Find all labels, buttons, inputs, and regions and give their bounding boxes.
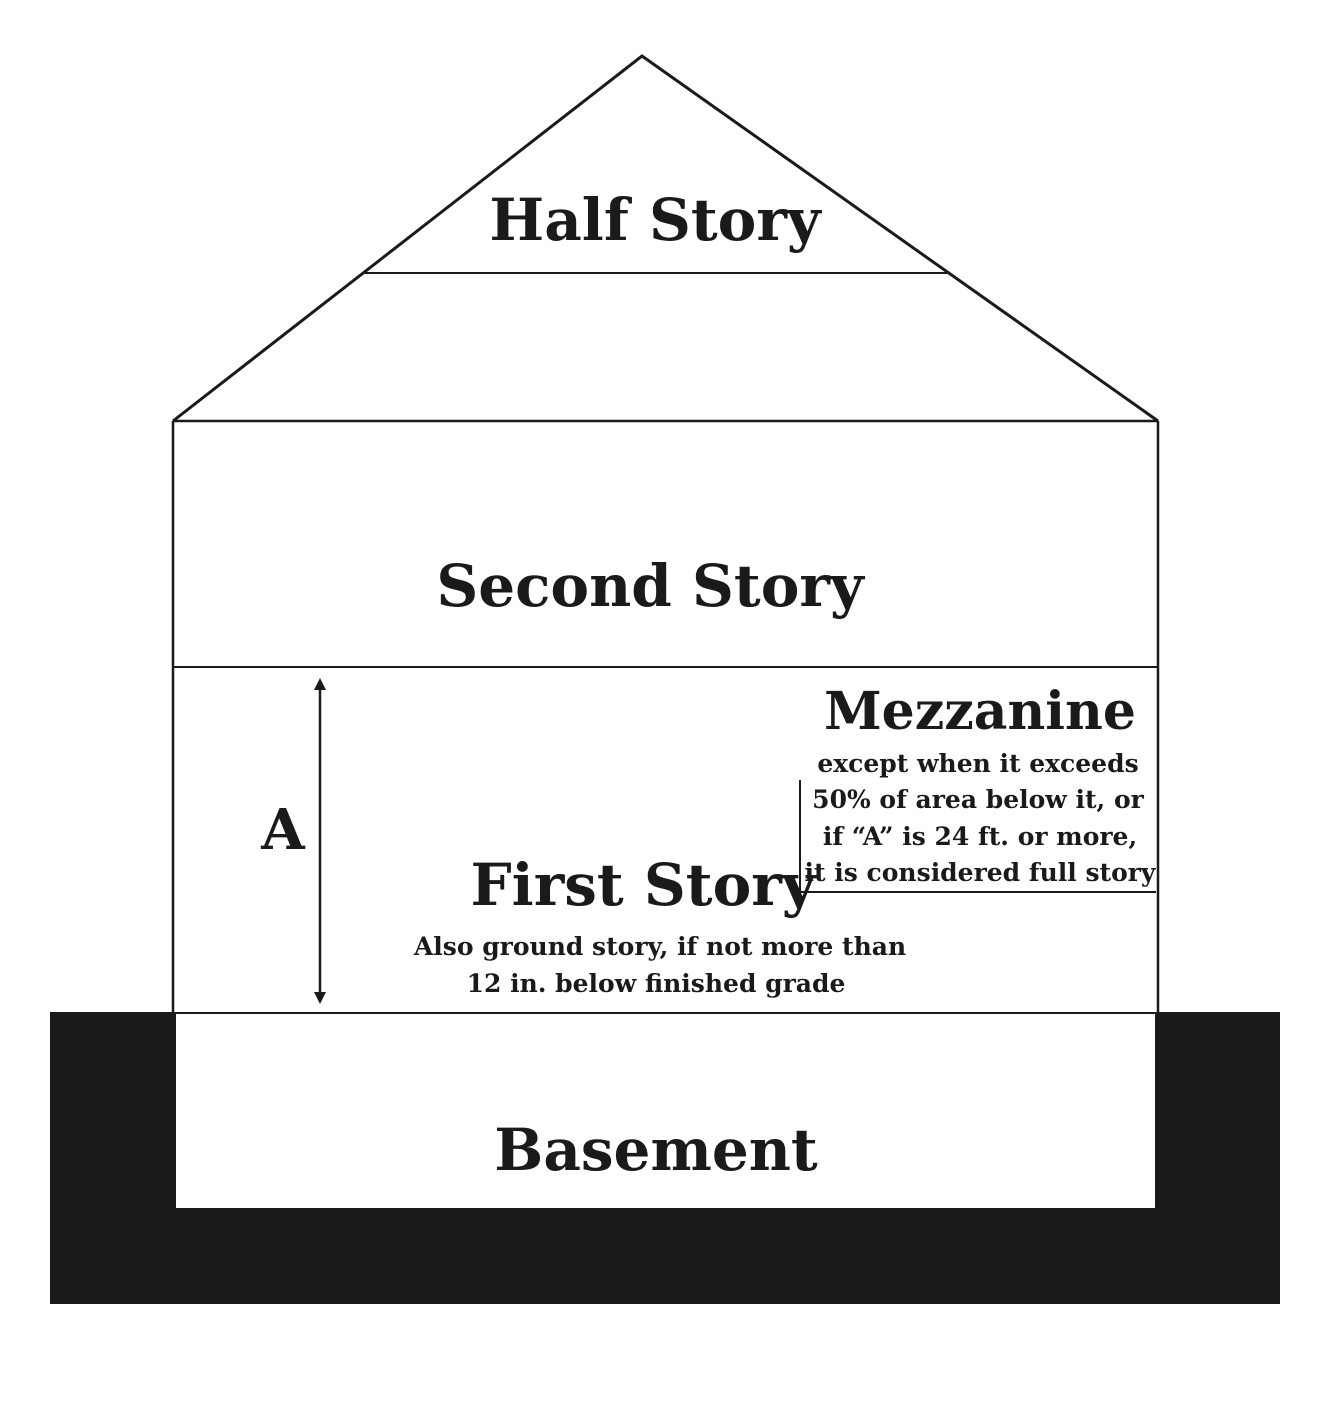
first-story-note-line: 12 in. below finished grade [467,969,846,998]
mezzanine-note-line: 50% of area below it, or [812,785,1144,814]
first-story-label: First Story [470,851,817,919]
mezzanine-label: Mezzanine [824,681,1136,742]
mezzanine-note-line: if “A” is 24 ft. or more, [823,822,1137,851]
half-story-label: Half Story [489,186,822,254]
first-story-note-line: Also ground story, if not more than [413,932,906,961]
roof-outline [172,54,1159,423]
basement-label: Basement [494,1116,818,1184]
mezzanine-note-line: except when it exceeds [817,749,1138,778]
basement-space [176,1014,1155,1208]
mezzanine-outline [799,780,1156,893]
second-story-label: Second Story [436,552,866,620]
dimension-a-label: A [260,797,306,863]
mezzanine-note-line: it is considered full story [805,858,1157,887]
